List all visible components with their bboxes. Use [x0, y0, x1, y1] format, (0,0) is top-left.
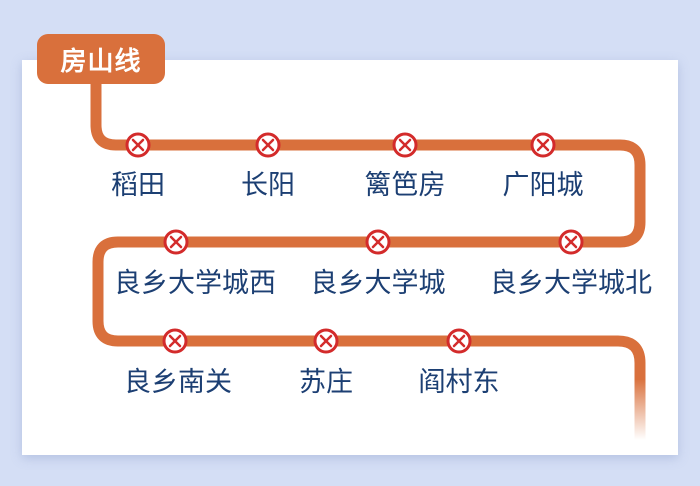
station-closed-icon[interactable]	[558, 229, 584, 255]
station-closed-icon[interactable]	[125, 132, 151, 158]
station-closed-icon[interactable]	[313, 328, 339, 354]
station-closed-icon[interactable]	[392, 132, 418, 158]
station-closed-icon[interactable]	[446, 328, 472, 354]
station-closed-icon[interactable]	[162, 328, 188, 354]
station-label: 良乡大学城	[310, 268, 446, 299]
station-label: 苏庄	[299, 367, 353, 398]
station-label: 阎村东	[418, 367, 500, 398]
station-closed-icon[interactable]	[163, 229, 189, 255]
station-closed-icon[interactable]	[530, 132, 556, 158]
station-label: 良乡大学城北	[490, 268, 652, 299]
station-label: 良乡大学城西	[114, 268, 276, 299]
map-card	[22, 60, 678, 455]
station-label: 长阳	[241, 170, 295, 201]
station-closed-icon[interactable]	[365, 229, 391, 255]
line-name-badge: 房山线	[37, 34, 165, 84]
station-label: 良乡南关	[124, 367, 232, 398]
station-label: 广阳城	[502, 170, 584, 201]
station-label: 稻田	[111, 170, 165, 201]
line-fade-tail	[634, 378, 646, 440]
station-label: 篱笆房	[364, 170, 446, 201]
station-closed-icon[interactable]	[255, 132, 281, 158]
